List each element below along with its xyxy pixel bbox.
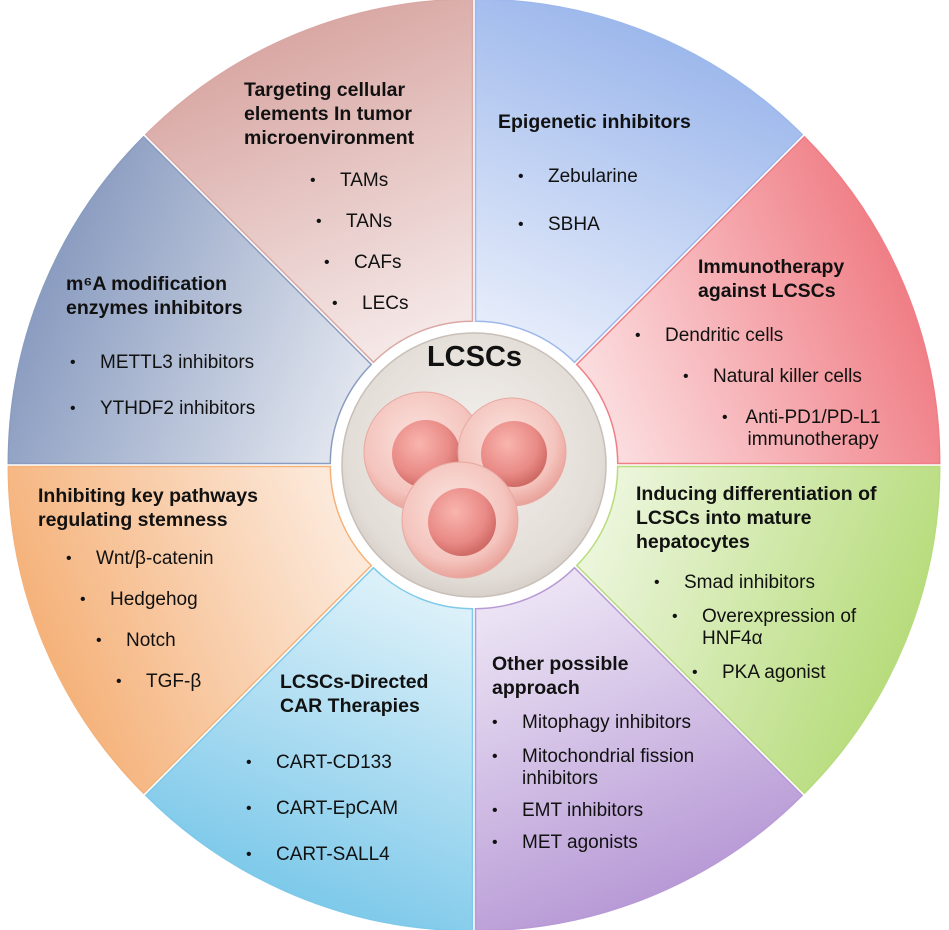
segment-title: Other possible approach bbox=[492, 653, 629, 699]
segment-title: Inducing differentiation of LCSCs into m… bbox=[636, 483, 877, 553]
list-item: •CART-CD133 bbox=[246, 752, 392, 773]
segment-tumor-microenvironment: Targeting cellular elements In tumor mic… bbox=[244, 78, 464, 334]
list-item: •CART-EpCAM bbox=[246, 798, 399, 819]
list-item: •Mitochondrial fission inhibitors bbox=[492, 746, 695, 789]
bullet-icon: • bbox=[66, 550, 72, 567]
bullet-icon: • bbox=[492, 834, 498, 851]
segment-item-list: •Mitophagy inhibitors •Mitochondrial fis… bbox=[492, 712, 742, 854]
segment-m6a: m⁶A modification enzymes inhibitors •MET… bbox=[66, 272, 306, 439]
list-item: •MET agonists bbox=[492, 832, 638, 853]
bullet-icon: • bbox=[316, 213, 322, 230]
list-item: •PKA agonist bbox=[692, 662, 826, 683]
list-item: •TGF-β bbox=[116, 671, 202, 692]
segment-item-list: •Wnt/β-catenin •Hedgehog •Notch •TGF-β bbox=[66, 548, 298, 693]
cell-bottom-icon bbox=[401, 461, 519, 579]
center-label: LCSCs bbox=[426, 341, 523, 373]
bullet-icon: • bbox=[246, 800, 252, 817]
segment-wedge-tumor-microenvironment bbox=[144, 0, 474, 364]
bullet-icon: • bbox=[518, 168, 524, 185]
list-item: •Zebularine bbox=[518, 166, 638, 187]
segment-item-list: •METTL3 inhibitors •YTHDF2 inhibitors bbox=[70, 352, 306, 420]
bullet-icon: • bbox=[518, 216, 524, 233]
segment-wedge-epigenetic bbox=[474, 0, 804, 364]
segment-item-list: •Smad inhibitors •Overexpression of HNF4… bbox=[654, 572, 916, 684]
segment-car: LCSCs-Directed CAR Therapies •CART-CD133… bbox=[246, 670, 470, 885]
bullet-icon: • bbox=[116, 673, 122, 690]
segment-other: Other possible approach •Mitophagy inhib… bbox=[492, 652, 742, 873]
bullet-icon: • bbox=[96, 632, 102, 649]
segment-wedge-m6a bbox=[7, 135, 373, 465]
list-item: •Hedgehog bbox=[80, 589, 198, 610]
list-item: •EMT inhibitors bbox=[492, 800, 644, 821]
bullet-icon: • bbox=[70, 400, 76, 417]
bullet-icon: • bbox=[324, 254, 330, 271]
segment-title: Epigenetic inhibitors bbox=[498, 111, 691, 133]
segment-item-list: •CART-CD133 •CART-EpCAM •CART-SALL4 bbox=[246, 752, 470, 866]
segment-title: Immunotherapy against LCSCs bbox=[698, 256, 845, 302]
bullet-icon: • bbox=[80, 591, 86, 608]
list-item: •Wnt/β-catenin bbox=[66, 548, 214, 569]
list-item: •SBHA bbox=[518, 214, 600, 235]
segment-wedge-stemness bbox=[7, 465, 373, 795]
list-item: •Natural killer cells bbox=[683, 366, 862, 387]
bullet-icon: • bbox=[692, 664, 698, 681]
list-item: •Mitophagy inhibitors bbox=[492, 712, 691, 733]
list-item: •METTL3 inhibitors bbox=[70, 352, 255, 373]
list-item: •TAMs bbox=[310, 170, 389, 191]
bullet-icon: • bbox=[492, 748, 498, 765]
list-item: •Anti-PD1/PD-L1 immunotherapy bbox=[722, 407, 881, 450]
bullet-icon: • bbox=[672, 608, 678, 625]
segment-item-list: •TAMs •TANs •CAFs •LECs bbox=[310, 170, 464, 315]
list-item: •YTHDF2 inhibitors bbox=[70, 398, 256, 419]
segment-title: Targeting cellular elements In tumor mic… bbox=[244, 79, 415, 149]
segment-differentiation: Inducing differentiation of LCSCs into m… bbox=[636, 482, 916, 703]
bullet-icon: • bbox=[332, 295, 338, 312]
list-item: •Dendritic cells bbox=[635, 325, 784, 346]
segment-epigenetic: Epigenetic inhibitors •Zebularine •SBHA bbox=[498, 110, 758, 255]
segment-title: LCSCs-Directed CAR Therapies bbox=[280, 671, 429, 717]
bullet-icon: • bbox=[683, 368, 689, 385]
segment-wedge-immunotherapy bbox=[575, 135, 941, 465]
segment-immunotherapy: Immunotherapy against LCSCs •Dendritic c… bbox=[635, 255, 898, 451]
bullet-icon: • bbox=[246, 754, 252, 771]
bullet-icon: • bbox=[635, 327, 641, 344]
list-item: •Overexpression of HNF4α bbox=[672, 606, 857, 649]
bullet-icon: • bbox=[246, 846, 252, 863]
list-item: •Smad inhibitors bbox=[654, 572, 815, 593]
list-item: •TANs bbox=[316, 211, 393, 232]
bullet-icon: • bbox=[492, 714, 498, 731]
segment-title: m⁶A modification enzymes inhibitors bbox=[66, 273, 243, 319]
bullet-icon: • bbox=[492, 802, 498, 819]
list-item: •LECs bbox=[332, 293, 409, 314]
segment-wedge-other bbox=[474, 566, 804, 930]
bullet-icon: • bbox=[654, 574, 660, 591]
bullet-icon: • bbox=[722, 409, 728, 426]
bullet-icon: • bbox=[70, 354, 76, 371]
segment-wedge-differentiation bbox=[575, 465, 941, 795]
segment-title: Inhibiting key pathways regulating stemn… bbox=[38, 485, 258, 531]
list-item: •CART-SALL4 bbox=[246, 844, 390, 865]
segment-wedge-car bbox=[144, 566, 474, 930]
list-item: •Notch bbox=[96, 630, 176, 651]
segment-item-list: •Dendritic cells •Natural killer cells •… bbox=[635, 325, 898, 451]
list-item: •CAFs bbox=[324, 252, 402, 273]
segment-item-list: •Zebularine •SBHA bbox=[518, 166, 758, 236]
bullet-icon: • bbox=[310, 172, 316, 189]
segment-stemness: Inhibiting key pathways regulating stemn… bbox=[38, 484, 298, 712]
